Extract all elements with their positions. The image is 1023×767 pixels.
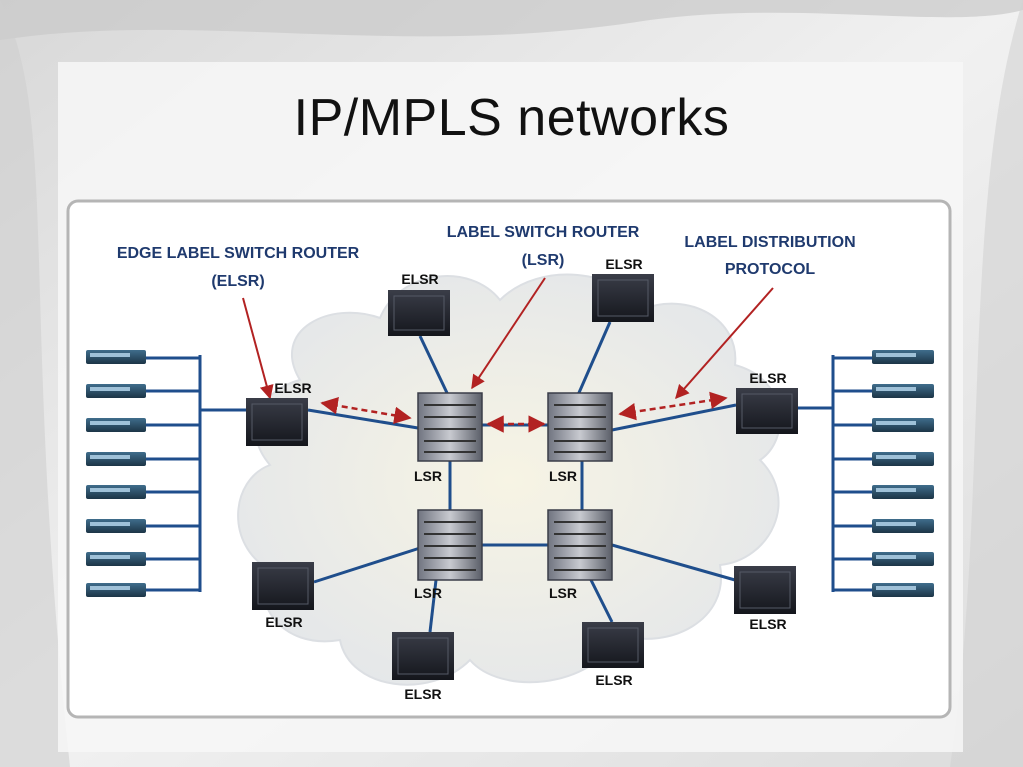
host-switch-icon	[86, 583, 146, 597]
host-switch-icon	[86, 350, 146, 364]
left-host-switches	[86, 350, 146, 597]
elsr-callout-line1: EDGE LABEL SWITCH ROUTER	[117, 245, 360, 262]
elsr-bottom-center-left-label: ELSR	[404, 686, 441, 702]
right-host-links	[798, 355, 872, 592]
core-router-icon	[417, 392, 483, 462]
host-switch-icon	[872, 485, 934, 499]
elsr-callout-line2: (ELSR)	[211, 273, 264, 290]
ldp-callout-line1: LABEL DISTRIBUTION	[684, 234, 855, 251]
elsr-left-label: ELSR	[274, 380, 311, 396]
lsr-callout-line2: (LSR)	[522, 252, 565, 269]
core-router-icon	[547, 509, 613, 581]
lsr-bottom-left	[417, 509, 483, 581]
edge-router-icon	[392, 632, 454, 680]
lsr-top-right	[547, 392, 613, 462]
elsr-top-left	[388, 290, 450, 336]
elsr-left	[246, 398, 308, 446]
left-host-links	[146, 355, 246, 592]
lsr-top-left-label: LSR	[414, 468, 442, 484]
elsr-bottom-center-right	[582, 622, 644, 668]
host-switch-icon	[86, 552, 146, 566]
slide-title: IP/MPLS networks	[293, 89, 730, 147]
host-switch-icon	[872, 452, 934, 466]
edge-router-icon	[388, 290, 450, 336]
host-switch-icon	[86, 452, 146, 466]
right-host-switches	[872, 350, 934, 597]
lsr-top-left	[417, 392, 483, 462]
elsr-bottom-left-label: ELSR	[265, 614, 302, 630]
elsr-right	[736, 388, 798, 434]
lsr-top-right-label: LSR	[549, 468, 577, 484]
host-switch-icon	[872, 583, 934, 597]
host-switch-icon	[86, 384, 146, 398]
callout-arrows	[242, 277, 774, 400]
host-switch-icon	[872, 552, 934, 566]
ldp-arrows	[320, 391, 728, 433]
edge-router-icon	[582, 622, 644, 668]
lsr-bottom-right-label: LSR	[549, 585, 577, 601]
lsr-bottom-left-label: LSR	[414, 585, 442, 601]
host-switch-icon	[872, 519, 934, 533]
elsr-top-right	[592, 274, 654, 322]
host-switch-icon	[86, 519, 146, 533]
elsr-bottom-right	[734, 566, 796, 614]
ldp-callout-line2: PROTOCOL	[725, 261, 816, 278]
host-switch-icon	[86, 485, 146, 499]
host-switch-icon	[86, 418, 146, 432]
elsr-bottom-right-label: ELSR	[749, 616, 786, 632]
edge-router-icon	[734, 566, 796, 614]
host-switch-icon	[872, 384, 934, 398]
elsr-bottom-left	[252, 562, 314, 610]
elsr-top-left-label: ELSR	[401, 271, 438, 287]
host-switch-icon	[872, 418, 934, 432]
edge-router-icon	[736, 388, 798, 434]
lsr-bottom-right	[547, 509, 613, 581]
lsr-callout-line1: LABEL SWITCH ROUTER	[447, 224, 640, 241]
edge-router-icon	[592, 274, 654, 322]
elsr-bottom-center-left	[392, 632, 454, 680]
host-switch-icon	[872, 350, 934, 364]
elsr-right-label: ELSR	[749, 370, 786, 386]
core-router-icon	[417, 509, 483, 581]
elsr-bottom-center-right-label: ELSR	[595, 672, 632, 688]
edge-router-icon	[246, 398, 308, 446]
edge-router-icon	[252, 562, 314, 610]
elsr-top-right-label: ELSR	[605, 256, 642, 272]
core-router-icon	[547, 392, 613, 462]
